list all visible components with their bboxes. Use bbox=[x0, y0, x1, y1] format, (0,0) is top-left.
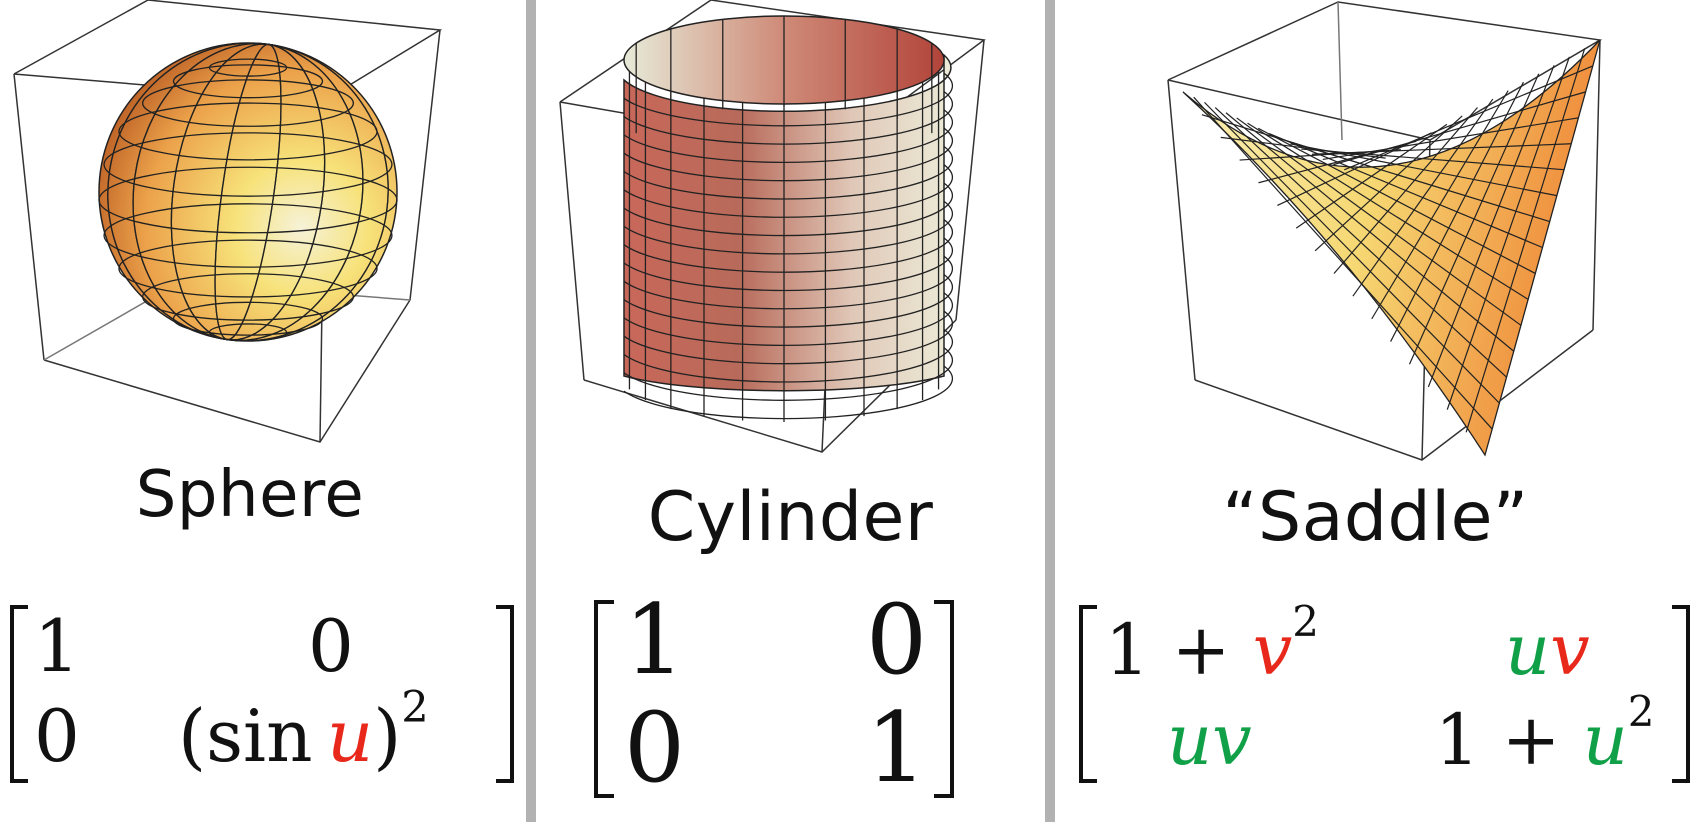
cylinder-surface bbox=[623, 15, 954, 422]
saddle-ruling-u bbox=[1333, 91, 1586, 166]
sphere-grid bbox=[98, 42, 398, 342]
cylinder-ring bbox=[623, 365, 954, 420]
right-bracket bbox=[496, 605, 514, 783]
cylinder-ring bbox=[623, 255, 954, 310]
cylinder-ring bbox=[623, 145, 954, 200]
saddle-ruling-v bbox=[1390, 81, 1524, 342]
matrix-entry-21: 0 bbox=[624, 692, 686, 804]
cylinder-ring bbox=[623, 200, 954, 255]
sphere-latitude bbox=[172, 64, 324, 99]
saddle-grid bbox=[1193, 48, 1594, 433]
saddle-ruling-v bbox=[1371, 90, 1509, 320]
cylinder-ring bbox=[623, 274, 954, 328]
sphere-latitude bbox=[103, 132, 393, 197]
saddle-surface bbox=[1182, 39, 1601, 457]
panel-divider bbox=[1045, 0, 1055, 822]
panel-title: Sphere bbox=[135, 458, 365, 532]
sphere-surface bbox=[98, 42, 398, 342]
cylinder-ring bbox=[623, 127, 954, 182]
left-bracket bbox=[10, 605, 28, 783]
matrix-entry-22: 1 bbox=[866, 692, 928, 804]
cylinder-panel: Cylinder 1 0 0 1 bbox=[536, 0, 1045, 822]
matrix-entry-22: (sin u)2 bbox=[178, 683, 429, 778]
cylinder-ring bbox=[623, 182, 954, 237]
sphere-panel: Sphere 1 0 0 (sin u)2 bbox=[0, 0, 526, 822]
saddle-ruling-u bbox=[1311, 143, 1572, 155]
saddle-ruling-v bbox=[1465, 48, 1586, 433]
cylinder-ring bbox=[623, 347, 954, 401]
sphere-latitude bbox=[141, 79, 355, 127]
matrix-entry-12: 0 bbox=[308, 604, 354, 688]
cylinder-plot bbox=[559, 0, 986, 453]
left-bracket bbox=[594, 600, 614, 798]
cylinder-ring bbox=[623, 292, 954, 347]
cylinder-ring bbox=[623, 164, 954, 218]
sphere-latitude bbox=[141, 273, 355, 321]
cylinder-ring bbox=[623, 310, 954, 365]
right-bracket bbox=[1672, 605, 1690, 783]
cylinder-ring bbox=[623, 328, 954, 383]
saddle-panel: “Saddle” 1 + v2 uv uv 1 + u2 bbox=[1055, 0, 1696, 822]
matrix-entry-21: 0 bbox=[34, 694, 80, 778]
panel-title: “Saddle” bbox=[1222, 478, 1529, 557]
saddle-ruling-u bbox=[1290, 143, 1557, 197]
saddle-ruling-u bbox=[1344, 65, 1594, 171]
right-bracket bbox=[934, 600, 954, 798]
sphere-latitude bbox=[118, 239, 378, 298]
matrix-entry-11: 1 bbox=[624, 584, 686, 696]
matrix-entry-12: 0 bbox=[866, 584, 928, 696]
cylinder-ring bbox=[623, 91, 954, 145]
left-bracket bbox=[1079, 605, 1097, 783]
saddle-ruling-v bbox=[1427, 65, 1555, 388]
panel-divider bbox=[526, 0, 536, 822]
saddle-ruling-v bbox=[1333, 107, 1478, 274]
cylinder-ring bbox=[623, 72, 954, 127]
saddle-ruling-v bbox=[1408, 73, 1540, 365]
cylinder-ring bbox=[623, 109, 954, 164]
saddle-ruling-u bbox=[1279, 138, 1550, 223]
matrix-entry-11: 1 bbox=[34, 604, 80, 688]
cylinder-ring bbox=[623, 237, 954, 292]
sphere-longitude bbox=[107, 42, 389, 342]
matrix-entry-12: uv bbox=[1505, 609, 1590, 691]
cylinder-ring bbox=[623, 219, 954, 273]
panel-title: Cylinder bbox=[647, 478, 934, 557]
saddle-ruling-v bbox=[1352, 98, 1494, 297]
matrix-entry-22: 1 + u2 bbox=[1435, 687, 1655, 781]
sphere-latitude bbox=[98, 166, 398, 234]
matrix-entry-21: uv bbox=[1167, 699, 1252, 781]
sphere-latitude bbox=[103, 203, 393, 268]
matrix-entry-11: 1 + v2 bbox=[1105, 597, 1319, 691]
sphere-plot bbox=[13, 0, 443, 443]
cylinder-grid bbox=[623, 16, 954, 422]
saddle-ruling-u bbox=[1322, 117, 1579, 161]
saddle-ruling-v bbox=[1446, 56, 1570, 410]
saddle-plot bbox=[1167, 1, 1603, 461]
